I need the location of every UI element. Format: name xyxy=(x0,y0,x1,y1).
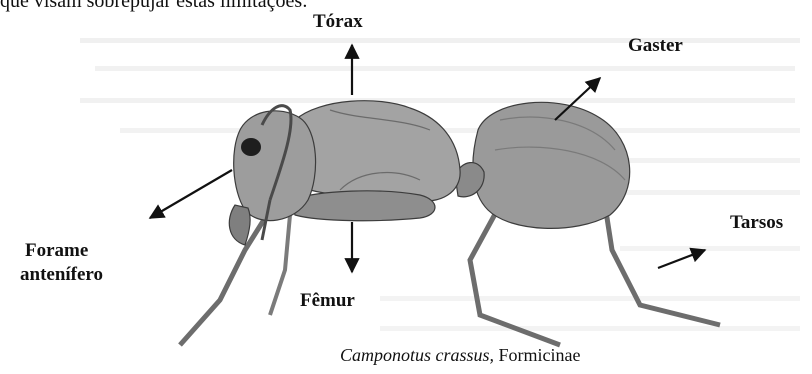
figure-caption: Camponotus crassus, Formicinae xyxy=(340,345,581,366)
ant-illustration xyxy=(180,101,720,345)
caption-species: Camponotus crassus, xyxy=(340,345,494,365)
arrow-forame xyxy=(150,170,232,218)
mandibles xyxy=(229,205,250,245)
front-leg xyxy=(180,210,270,345)
head xyxy=(234,111,316,221)
gaster-body xyxy=(473,102,630,228)
femur-shape xyxy=(290,191,435,221)
label-forame-line1: Forame xyxy=(25,240,88,262)
front-leg-2 xyxy=(270,215,290,315)
label-forame-line2: antenífero xyxy=(20,264,103,286)
eye xyxy=(241,138,261,156)
arrow-tarsos xyxy=(658,250,705,268)
label-femur: Fêmur xyxy=(300,290,355,312)
label-gaster: Gaster xyxy=(628,35,683,57)
label-torax: Tórax xyxy=(313,11,363,33)
caption-family: Formicinae xyxy=(499,345,581,365)
label-tarsos: Tarsos xyxy=(730,212,783,234)
